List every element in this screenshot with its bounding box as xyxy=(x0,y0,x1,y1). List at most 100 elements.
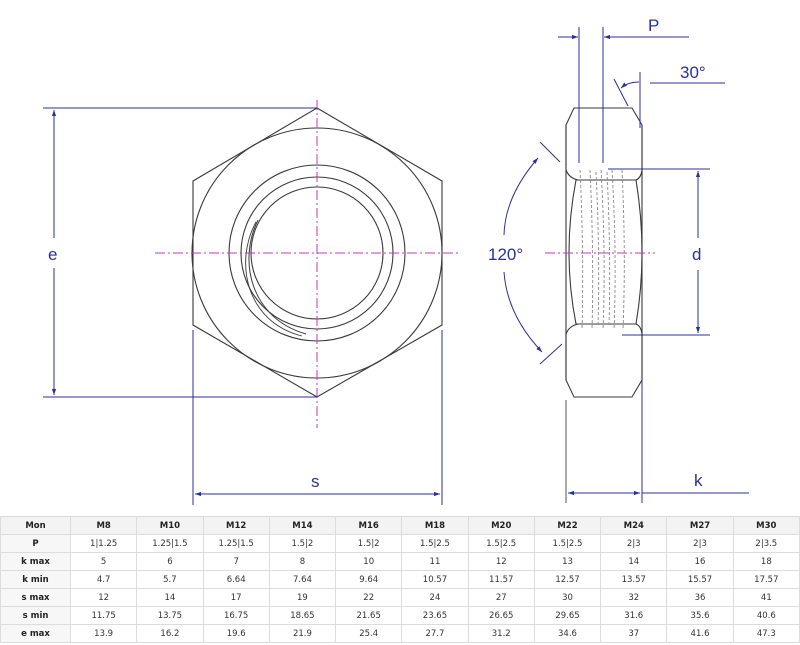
label-k: k xyxy=(694,471,703,490)
table-cell: 14 xyxy=(136,588,204,607)
table-cell: 24 xyxy=(401,588,469,607)
size-header: M30 xyxy=(732,516,800,535)
table-cell: 26.65 xyxy=(467,606,535,625)
row-label: s max xyxy=(0,588,71,607)
table-cell: 19.6 xyxy=(202,624,270,643)
row-label: P xyxy=(0,534,71,553)
dimension-d xyxy=(608,168,710,336)
table-cell: 15.57 xyxy=(666,570,734,589)
side-outline-middle xyxy=(568,179,643,325)
size-header: M18 xyxy=(401,516,469,535)
table-cell: 14 xyxy=(600,552,668,571)
table-cell: 13.75 xyxy=(136,606,204,625)
table-cell: 16 xyxy=(666,552,734,571)
table-cell: 17 xyxy=(202,588,270,607)
table-cell: 23.65 xyxy=(401,606,469,625)
table-cell: 2|3 xyxy=(666,534,734,553)
table-cell: 31.2 xyxy=(467,624,535,643)
table-cell: 10.57 xyxy=(401,570,469,589)
table-cell: 1|1.25 xyxy=(69,534,138,553)
table-cell: 5 xyxy=(69,552,138,571)
table-cell: 22 xyxy=(335,588,403,607)
table-row: k max 5 6 7 8 10 11 12 13 14 16 18 xyxy=(0,552,800,571)
size-header: M22 xyxy=(533,516,602,535)
table-cell: 35.6 xyxy=(666,606,734,625)
table-row: s min 11.75 13.75 16.75 18.65 21.65 23.6… xyxy=(0,606,800,625)
table-cell: 32 xyxy=(600,588,668,607)
table-cell: 1.5|2.5 xyxy=(401,534,469,553)
table-cell: 41 xyxy=(732,588,800,607)
table-cell: 18 xyxy=(732,552,800,571)
size-header: M14 xyxy=(268,516,337,535)
table-cell: 1.5|2.5 xyxy=(467,534,535,553)
front-centerlines xyxy=(155,100,460,428)
table-cell: 6.64 xyxy=(202,570,270,589)
table-cell: 4.7 xyxy=(69,570,138,589)
size-header: M24 xyxy=(600,516,668,535)
table-cell: 12.57 xyxy=(533,570,602,589)
row-label: e max xyxy=(0,624,71,643)
table-cell: 7.64 xyxy=(268,570,337,589)
table-cell: 11 xyxy=(401,552,469,571)
table-cell: 27.7 xyxy=(401,624,469,643)
table-cell: 12 xyxy=(467,552,535,571)
table-cell: 21.9 xyxy=(268,624,337,643)
dimension-p xyxy=(558,27,689,163)
table-cell: 17.57 xyxy=(732,570,800,589)
table-cell: 5.7 xyxy=(136,570,204,589)
size-header: M8 xyxy=(69,516,138,535)
table-cell: 36 xyxy=(666,588,734,607)
table-cell: 18.65 xyxy=(268,606,337,625)
size-header: M12 xyxy=(202,516,270,535)
table-cell: 40.6 xyxy=(732,606,800,625)
table-cell: 27 xyxy=(467,588,535,607)
table-cell: 6 xyxy=(136,552,204,571)
size-header: M27 xyxy=(666,516,734,535)
table-cell: 1.5|2 xyxy=(268,534,337,553)
table-cell: 29.65 xyxy=(533,606,602,625)
table-cell: 11.75 xyxy=(69,606,138,625)
size-header: M16 xyxy=(335,516,403,535)
thread-spiral xyxy=(248,219,307,335)
dimension-e xyxy=(43,107,317,398)
size-header: M20 xyxy=(467,516,535,535)
table-cell: 1.25|1.5 xyxy=(136,534,204,553)
table-cell: 41.6 xyxy=(666,624,734,643)
row-label: s min xyxy=(0,606,71,625)
dimension-120-deg xyxy=(503,141,563,365)
label-e: e xyxy=(48,245,57,264)
table-cell: 16.2 xyxy=(136,624,204,643)
table-cell: 2|3.5 xyxy=(732,534,800,553)
table-cell: 31.6 xyxy=(600,606,668,625)
table-cell: 13.57 xyxy=(600,570,668,589)
size-header: M10 xyxy=(136,516,204,535)
table-cell: 12 xyxy=(69,588,138,607)
table-cell: 21.65 xyxy=(335,606,403,625)
table-header-row: Mon M8 M10 M12 M14 M16 M18 M20 M22 M24 M… xyxy=(0,516,800,535)
table-cell: 1.5|2 xyxy=(335,534,403,553)
header-label-cell: Mon xyxy=(0,516,71,535)
nut-spec-table: Mon M8 M10 M12 M14 M16 M18 M20 M22 M24 M… xyxy=(0,516,800,643)
dimension-s xyxy=(192,330,443,505)
table-row: k min 4.7 5.7 6.64 7.64 9.64 10.57 11.57… xyxy=(0,570,800,589)
label-120-deg: 120° xyxy=(488,245,523,264)
label-30-deg: 30° xyxy=(680,63,706,82)
table-cell: 2|3 xyxy=(600,534,668,553)
row-label: k max xyxy=(0,552,71,571)
label-d: d xyxy=(692,245,701,264)
table-cell: 16.75 xyxy=(202,606,270,625)
hidden-thread-lines xyxy=(579,169,625,331)
table-row: e max 13.9 16.2 19.6 21.9 25.4 27.7 31.2… xyxy=(0,624,800,643)
dimension-30-deg xyxy=(613,72,725,128)
dimension-k xyxy=(565,380,749,503)
table-cell: 34.6 xyxy=(533,624,602,643)
table-cell: 47.3 xyxy=(732,624,800,643)
table-cell: 1.25|1.5 xyxy=(202,534,270,553)
table-cell: 13.9 xyxy=(69,624,138,643)
table-cell: 13 xyxy=(533,552,602,571)
row-label: k min xyxy=(0,570,71,589)
table-cell: 9.64 xyxy=(335,570,403,589)
table-cell: 30 xyxy=(533,588,602,607)
table-cell: 8 xyxy=(268,552,337,571)
label-s: s xyxy=(311,472,320,491)
